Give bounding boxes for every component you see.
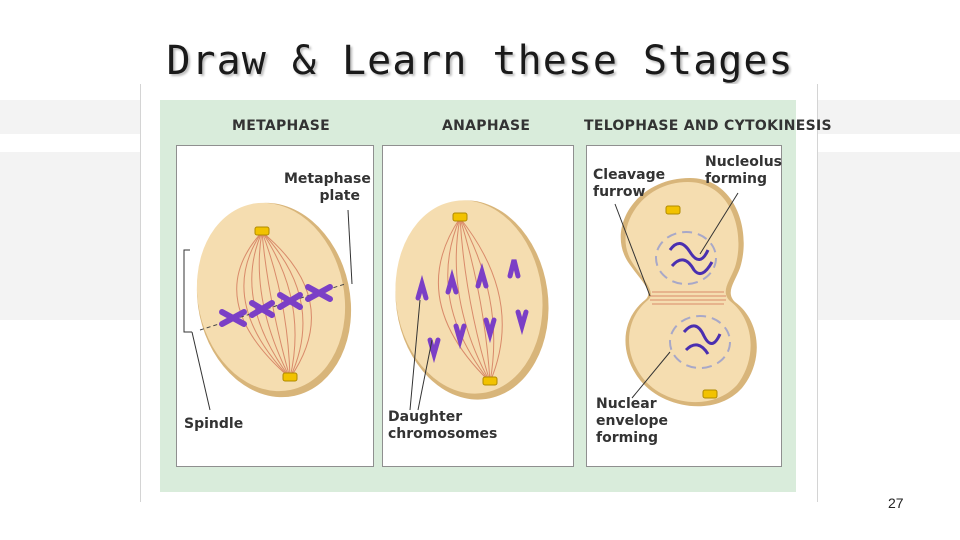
nucleus-bottom (669, 315, 731, 369)
stage-heading-telophase: TELOPHASE AND CYTOKINESIS (584, 118, 832, 134)
label-nuclear-envelope-forming: Nuclear envelope forming (596, 396, 669, 446)
label-nucleolus-forming: Nucleolus forming (705, 154, 782, 187)
anaphase-cell (395, 200, 549, 400)
label-spindle: Spindle (184, 416, 244, 432)
metaphase-cell (196, 202, 352, 398)
telophase-cell (620, 178, 757, 407)
label-daughter-chromosomes: Daughter chromosomes (388, 409, 498, 442)
cleavage-furrow-fibers (650, 291, 726, 305)
centrosome-bottom (282, 372, 298, 382)
centrosome-bottom (482, 376, 498, 386)
centrosome-top (452, 212, 468, 222)
centrosome-top (665, 205, 681, 215)
page-number: 27 (888, 495, 904, 511)
label-cleavage-furrow: Cleavage furrow (593, 167, 666, 200)
stage-heading-metaphase: METAPHASE (232, 118, 330, 134)
anaphase-spindle-fibers (437, 217, 503, 383)
centrosome-top (254, 226, 270, 236)
metaphase-chromosomes (219, 284, 333, 327)
nucleus-top (655, 231, 717, 285)
centrosome-bottom (702, 389, 718, 399)
label-metaphase-plate: Metaphase plate (284, 171, 371, 204)
label-leader-lines (183, 192, 739, 411)
slide-title: Draw & Learn these Stages (166, 38, 794, 84)
spindle-fibers (236, 231, 312, 379)
telophase-chromatin (668, 242, 722, 355)
stage-heading-anaphase: ANAPHASE (442, 118, 531, 134)
